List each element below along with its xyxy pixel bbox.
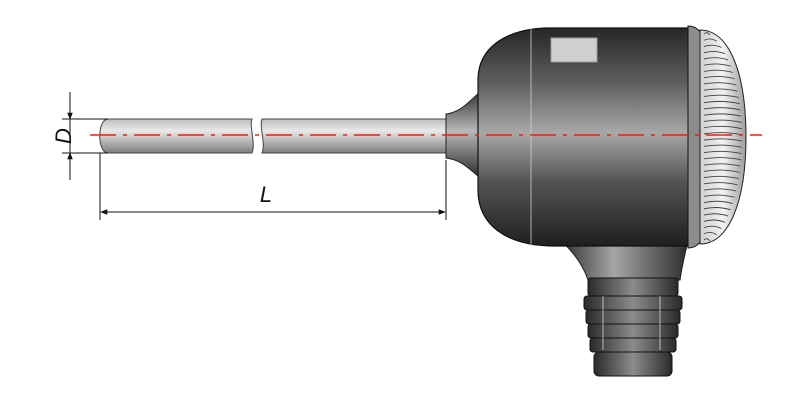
cap-thread-line	[703, 238, 711, 242]
probe-rod-left-segment	[99, 118, 254, 154]
cap-thread-line	[703, 82, 737, 86]
cable-gland-ring-3	[587, 323, 679, 339]
housing-label-plate	[550, 37, 598, 63]
cap-thread-line	[703, 63, 731, 67]
housing-cap	[687, 25, 747, 249]
cap-thread-line	[703, 144, 742, 148]
cap-thread-line	[703, 219, 726, 223]
length-label: L	[260, 182, 272, 207]
cap-thread-line	[703, 32, 711, 36]
cap-thread-line	[703, 213, 729, 217]
cap-thread-line	[703, 163, 741, 167]
cap-thread-line	[703, 113, 742, 117]
cable-gland-ring-2	[585, 309, 681, 325]
cap-thread-line	[703, 94, 739, 98]
cap-thread-line	[703, 100, 740, 105]
probe-rod	[99, 118, 449, 154]
cap-thread-line	[703, 51, 726, 55]
cable-gland-nut-top	[587, 277, 679, 297]
cap-thread-line	[703, 225, 722, 229]
cap-thread-line	[703, 107, 741, 111]
cable-gland-ring-1	[583, 295, 683, 311]
probe-rod-right-segment	[260, 118, 449, 154]
cap-thread-line	[703, 88, 738, 92]
cap-thread-line	[703, 200, 733, 204]
cap-thread-line	[703, 169, 740, 173]
housing-cap-threads	[699, 29, 747, 245]
cap-thread-line	[703, 150, 742, 155]
cap-thread-line	[703, 175, 739, 180]
cap-thread-line	[703, 69, 733, 73]
cap-thread-line	[703, 138, 743, 142]
cable-gland	[583, 277, 683, 377]
cap-thread-line	[703, 207, 731, 211]
cable-gland-tip	[593, 351, 673, 377]
cap-thread-line	[703, 38, 718, 42]
cap-thread-line	[703, 232, 718, 236]
cap-thread-line	[703, 132, 743, 136]
cap-thread-line	[703, 182, 738, 186]
cap-thread-line	[703, 57, 729, 61]
cap-thread-line	[703, 125, 742, 130]
diameter-dimension: D	[51, 92, 108, 180]
cap-thread-line	[703, 119, 742, 123]
cap-thread-line	[703, 194, 735, 198]
cap-thread-line	[703, 188, 737, 192]
length-dimension: L	[99, 153, 447, 220]
cap-thread-line	[703, 44, 722, 48]
diameter-label: D	[51, 128, 76, 144]
cap-thread-line	[703, 75, 735, 80]
cap-thread-line	[703, 157, 742, 161]
